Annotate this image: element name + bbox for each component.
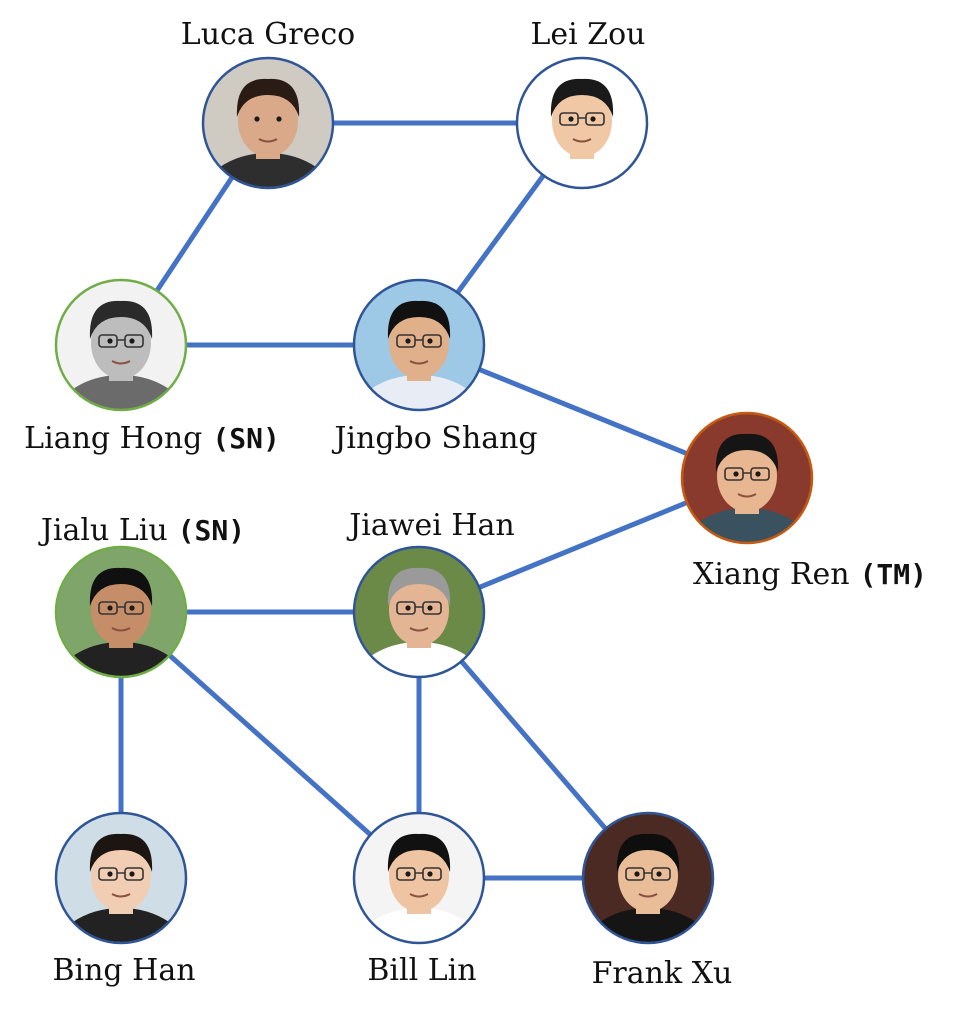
person-name: Bing Han — [52, 953, 195, 988]
avatar-lei[interactable] — [514, 56, 650, 249]
avatar-liang[interactable] — [53, 278, 189, 471]
edge-jialu-bill — [167, 653, 373, 837]
name-label-frank: Frank Xu — [592, 956, 733, 991]
name-label-liang: Liang Hong (SN) — [24, 421, 280, 456]
avatar-ring-luca — [201, 56, 335, 190]
name-label-luca: Luca Greco — [181, 17, 355, 52]
name-label-bing: Bing Han — [52, 953, 195, 988]
edge-luca-liang — [154, 175, 235, 293]
person-name: Jingbo Shang — [331, 421, 537, 456]
role-tag: (SN) — [178, 514, 245, 547]
avatar-ring-bill — [352, 811, 486, 945]
avatar-ring-frank — [581, 811, 715, 945]
avatar-frank[interactable] — [580, 811, 716, 1004]
avatar-jialu[interactable] — [53, 545, 189, 738]
avatar-bill[interactable] — [351, 811, 487, 1004]
person-name: Jiawei Han — [346, 508, 514, 543]
name-label-lei: Lei Zou — [530, 17, 645, 52]
name-label-jingbo: Jingbo Shang — [331, 421, 537, 456]
avatar-ring-lei — [515, 56, 649, 190]
name-label-bill: Bill Lin — [367, 953, 476, 988]
avatar-ring-liang — [54, 278, 188, 412]
edge-xiang-jiawei — [478, 500, 688, 590]
avatar-ring-bing — [54, 811, 188, 945]
avatar-jiawei[interactable] — [351, 545, 487, 738]
person-name: Bill Lin — [367, 953, 476, 988]
avatar-ring-jingbo — [352, 278, 486, 412]
edge-lei-jingbo — [455, 173, 546, 295]
avatar-ring-jiawei — [352, 545, 486, 679]
person-name: Luca Greco — [181, 17, 355, 52]
name-label-jialu: Jialu Liu (SN) — [38, 513, 245, 548]
role-tag: (TM) — [860, 558, 927, 591]
person-name: Frank Xu — [592, 956, 733, 991]
name-label-jiawei: Jiawei Han — [346, 508, 514, 543]
person-name: Lei Zou — [530, 17, 645, 52]
edges-layer — [118, 120, 688, 881]
avatar-jingbo[interactable] — [351, 278, 487, 471]
avatar-luca[interactable] — [200, 56, 336, 249]
avatar-ring-xiang — [680, 411, 814, 545]
person-name: Xiang Ren — [693, 557, 850, 592]
person-name: Liang Hong — [24, 421, 202, 456]
edge-jingbo-xiang — [478, 367, 688, 456]
nodes-layer — [53, 56, 815, 1004]
role-tag: (SN) — [212, 422, 279, 455]
person-name: Jialu Liu — [38, 513, 168, 548]
avatar-bing[interactable] — [53, 811, 189, 1004]
avatar-xiang[interactable] — [679, 411, 815, 604]
avatar-ring-jialu — [54, 545, 188, 679]
edge-jiawei-frank — [459, 659, 608, 831]
name-label-xiang: Xiang Ren (TM) — [693, 557, 927, 592]
